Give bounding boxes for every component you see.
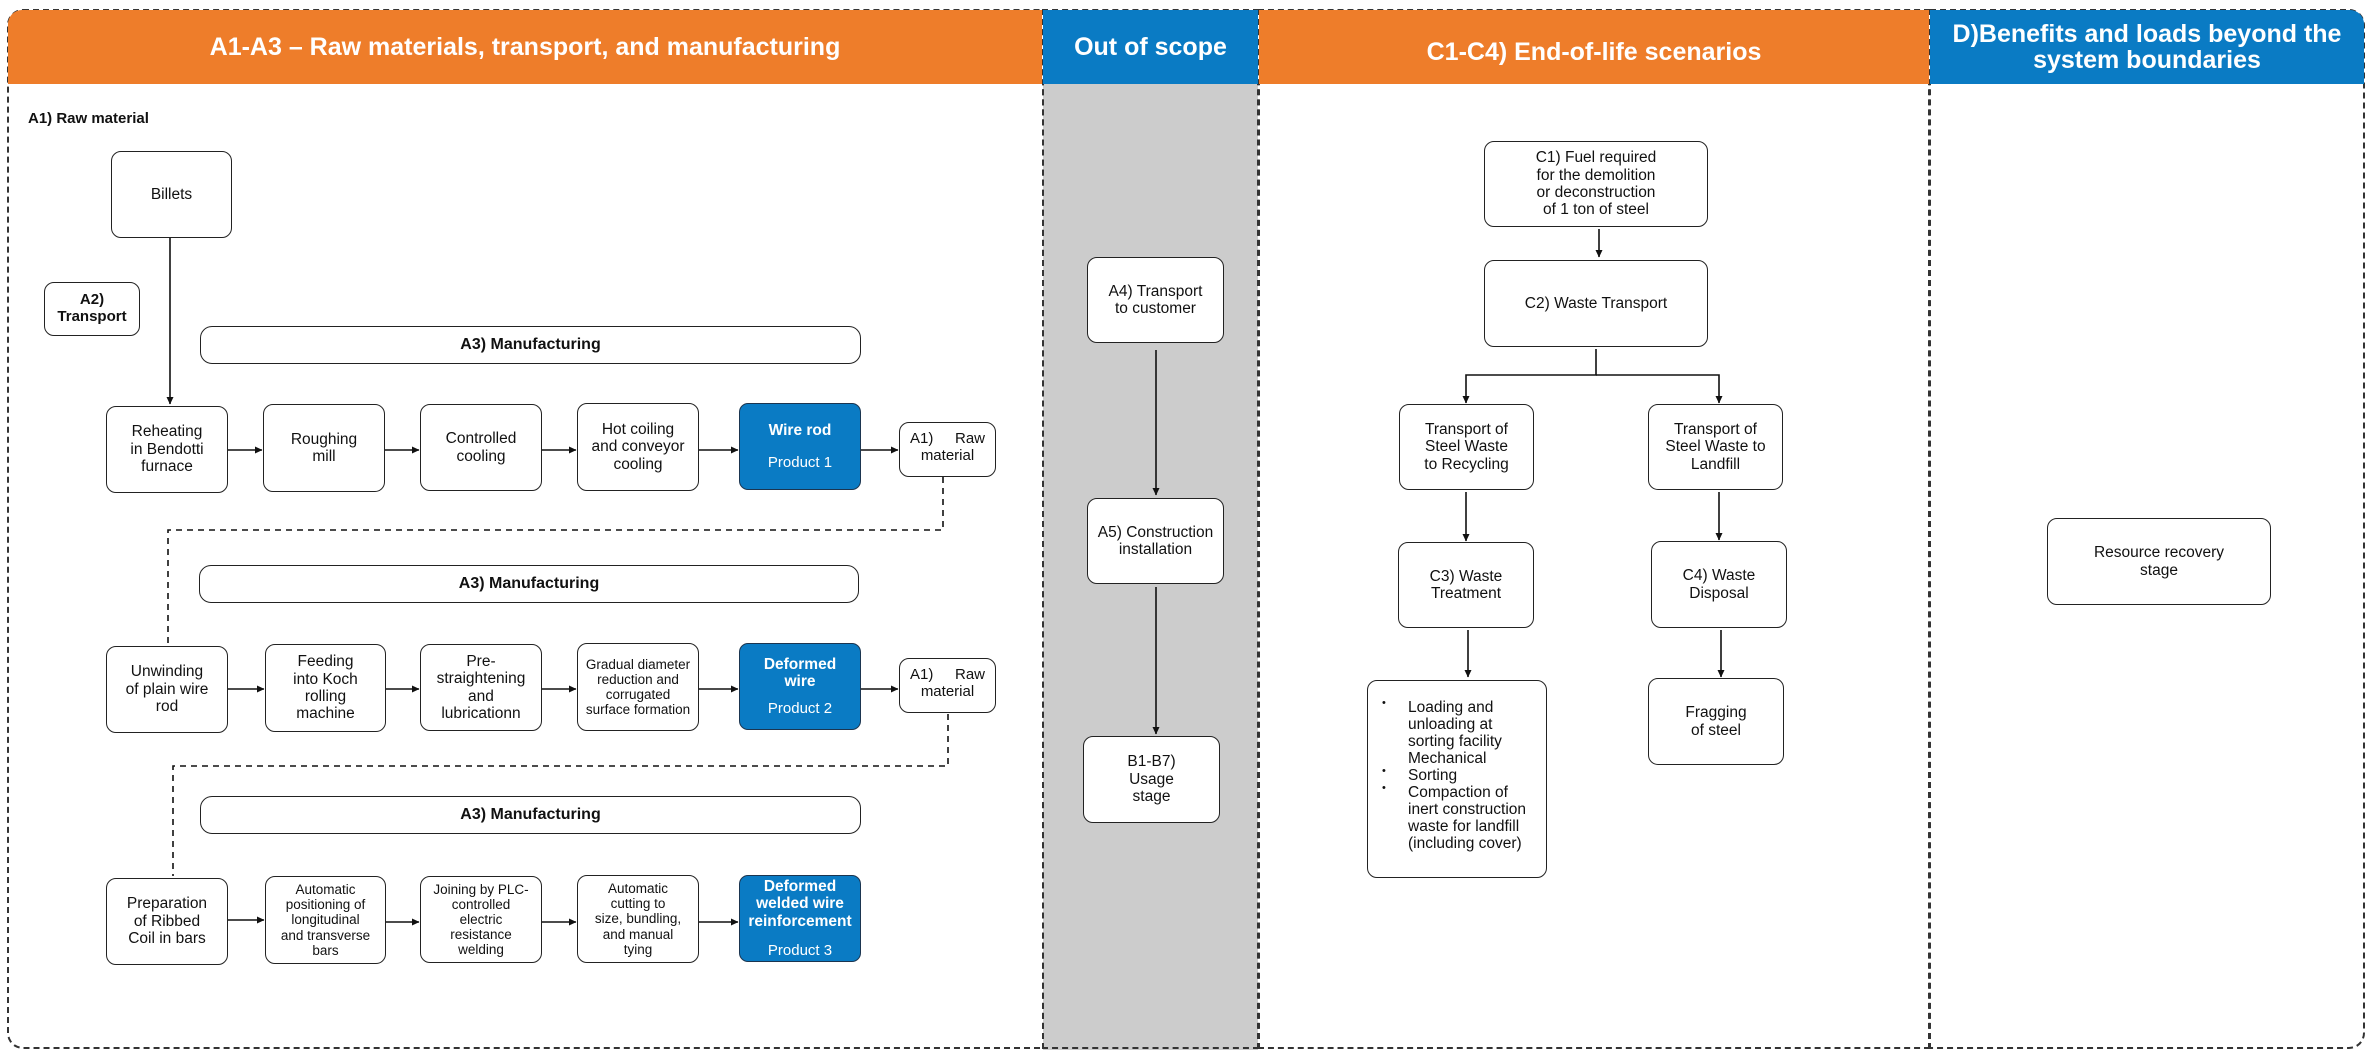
header-out-of-scope: Out of scope: [1043, 10, 1258, 84]
raw-word: Raw: [954, 666, 985, 683]
a5-construction-box: A5) Construction installation: [1087, 498, 1224, 584]
b1-b7-usage-box: B1-B7) Usage stage: [1083, 736, 1220, 823]
c2-waste-transport-box: C2) Waste Transport: [1484, 260, 1708, 347]
c4-waste-disposal-box: C4) Waste Disposal: [1651, 541, 1787, 628]
header-d: D)Benefits and loads beyond the system b…: [1930, 10, 2364, 84]
product-label: Product 2: [767, 700, 833, 718]
raw-material-box-2: A1) Raw material: [899, 658, 996, 713]
step-automatic-cutting: Automatic cutting to size, bundling, and…: [577, 875, 699, 963]
header-a1-a3: A1-A3 – Raw materials, transport, and ma…: [8, 10, 1042, 84]
transport-landfill-box: Transport of Steel Waste to Landfill: [1648, 404, 1783, 490]
raw-code: A1): [910, 430, 934, 447]
treatment-list-box: Loading and unloading at sorting facilit…: [1367, 680, 1547, 878]
raw-material-label: A1) Raw material: [28, 110, 149, 127]
treatment-item: Sorting: [1378, 765, 1538, 784]
product-name: Deformed welded wire reinforcement: [748, 878, 852, 930]
step-pre-straightening: Pre- straightening and lubricationn: [420, 644, 542, 731]
c1-fuel-box: C1) Fuel required for the demolition or …: [1484, 141, 1708, 227]
treatment-item: Compaction of inert construction waste f…: [1378, 782, 1538, 852]
c3-waste-treatment-box: C3) Waste Treatment: [1398, 542, 1534, 628]
transport-recycling-box: Transport of Steel Waste to Recycling: [1399, 404, 1534, 490]
product-label: Product 1: [767, 453, 833, 471]
step-feeding-koch: Feeding into Koch rolling machine: [265, 644, 386, 732]
header-c1-c4: C1-C4) End-of-life scenarios: [1259, 10, 1929, 84]
raw-material-box-1: A1) Raw material: [899, 422, 996, 477]
raw-word: Raw: [954, 430, 985, 447]
step-roughing-mill: Roughing mill: [263, 404, 385, 492]
product-label: Product 3: [767, 941, 833, 959]
product-name: Wire rod: [768, 422, 832, 440]
manufacturing-label-1: A3) Manufacturing: [200, 326, 861, 364]
manufacturing-label-3: A3) Manufacturing: [200, 796, 861, 834]
product-name: Deformed wire: [763, 655, 837, 690]
product-deformed-wire: Deformed wire Product 2: [739, 643, 861, 730]
raw-material-word: material: [920, 683, 975, 701]
step-controlled-cooling: Controlled cooling: [420, 404, 542, 491]
step-automatic-positioning: Automatic positioning of longitudinal an…: [265, 876, 386, 964]
manufacturing-label-2: A3) Manufacturing: [199, 565, 859, 603]
step-unwinding: Unwinding of plain wire rod: [106, 646, 228, 733]
fragging-steel-box: Fragging of steel: [1648, 678, 1784, 765]
step-joining-welding: Joining by PLC- controlled electric resi…: [420, 876, 542, 963]
treatment-item: Mechanical: [1408, 750, 1487, 768]
a4-transport-box: A4) Transport to customer: [1087, 257, 1224, 343]
step-gradual-diameter: Gradual diameter reduction and corrugate…: [577, 643, 699, 731]
raw-material-word: material: [920, 447, 975, 465]
treatment-item: Loading and unloading at sorting facilit…: [1378, 697, 1538, 750]
resource-recovery-box: Resource recovery stage: [2047, 518, 2271, 605]
step-hot-coiling: Hot coiling and conveyor cooling: [577, 403, 699, 491]
billets-box: Billets: [111, 151, 232, 238]
product-wire-rod: Wire rod Product 1: [739, 403, 861, 490]
raw-code: A1): [910, 666, 934, 683]
transport-box: A2) Transport: [44, 282, 140, 336]
product-welded-wire-reinforcement: Deformed welded wire reinforcement Produ…: [739, 875, 861, 962]
step-preparation-ribbed-coil: Preparation of Ribbed Coil in bars: [106, 878, 228, 965]
step-reheating: Reheating in Bendotti furnace: [106, 406, 228, 493]
